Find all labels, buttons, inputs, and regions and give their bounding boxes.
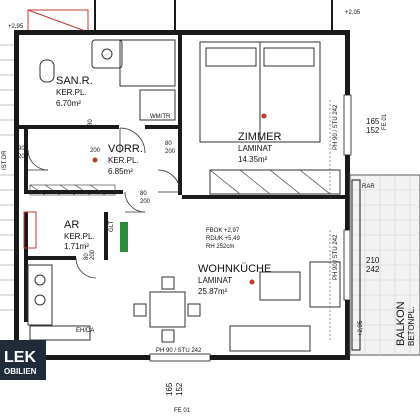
room-name-sanr: SAN.R. [56,75,93,87]
room-area-vorr: 6.85m² [108,167,133,176]
logo-line1: LEK [4,349,36,366]
label-fbok: FBOK +2,97 [206,228,240,234]
bottom-window [149,353,211,362]
room-name-wohnkueche: WOHNKÜCHE [198,263,271,275]
left-context-strip [0,44,14,311]
room-name-zimmer: ZIMMER [238,131,281,143]
door-4-top: 80 [140,191,147,197]
top-neighbour-walls [94,0,333,30]
room-floor-sanr: KER.PL. [56,88,87,97]
window-zimmer-top: 165 [366,117,380,126]
label-ist-dr: IST DR [2,150,8,170]
room-floor-ar: KER.PL. [64,232,95,241]
label-ph-stu-bottom: PH 90 / STU 242 [156,348,202,354]
door-5-top: 80 [84,253,90,260]
door-swings [27,127,181,279]
ar-accent [23,211,37,249]
bed [199,41,321,143]
room-area-zimmer: 14.35m² [238,155,268,164]
window-bottom-bottom: 152 [175,382,184,396]
vorr-wardrobe [29,184,116,196]
label-ph-stu-zimmer: PH 90 / STU 242 [333,104,339,150]
kitchen-counter [27,264,91,341]
bathroom-fixtures [39,39,176,121]
label-glt: GLT [109,220,115,232]
living-furniture [133,261,341,352]
label-ph-stu-wohn: PH 90 / STU 242 [333,234,339,280]
room-floor-balkon: BETONPL. [407,307,416,346]
door-2-bottom: 200 [18,154,29,160]
window-bottom-top: 165 [165,382,174,396]
door-2-top: 90 [18,146,25,152]
door-1-top: 80 [88,119,94,126]
wardrobe [209,169,341,195]
room-name-balkon: BALKON [395,301,407,346]
label-elev-left: +2,95 [8,24,24,30]
door-4-bottom: 200 [140,199,151,205]
room-floor-vorr: KER.PL. [108,156,139,165]
label-rh: RH 252cm [206,244,234,250]
label-elev-balkon: +2,95 [358,320,364,336]
company-logo: LEK OBILIEN [0,340,46,380]
glt-element [120,222,128,252]
window-wohn-bottom: 242 [366,265,380,274]
window-zimmer-bottom: 152 [366,126,380,135]
label-fe-right: FE 01 [382,113,388,130]
room-area-sanr: 6.70m² [56,99,81,108]
door-3-top: 80 [165,141,172,147]
label-fe-bottom: FE 01 [174,408,191,414]
room-floor-wohnkueche: LAMINAT [198,276,232,285]
balcony [349,174,420,356]
logo-line2: OBILIEN [4,367,37,376]
label-rar: RAR [362,184,375,190]
label-elev-top: +2,05 [345,10,361,16]
room-name-ar: AR [64,219,79,231]
room-area-ar: 1.71m² [64,242,89,251]
room-name-vorr: VORR. [108,143,143,155]
wardrobe-hatch [209,169,331,195]
door-5-bottom: 200 [90,249,96,260]
label-ehda: EH/DA [76,328,94,334]
door-1-bottom: 200 [90,148,101,154]
door-3-bottom: 200 [165,149,176,155]
label-wmtr: WM/TR [150,114,171,120]
window-wohn-top: 210 [366,256,380,265]
room-floor-zimmer: LAMINAT [238,144,272,153]
label-rduk: RDUK +5,49 [206,236,241,242]
top-accent-diag [27,9,89,33]
room-area-wohnkueche: 25.87m² [198,287,228,296]
sensor-dots [92,113,267,285]
interior-walls [19,35,345,322]
